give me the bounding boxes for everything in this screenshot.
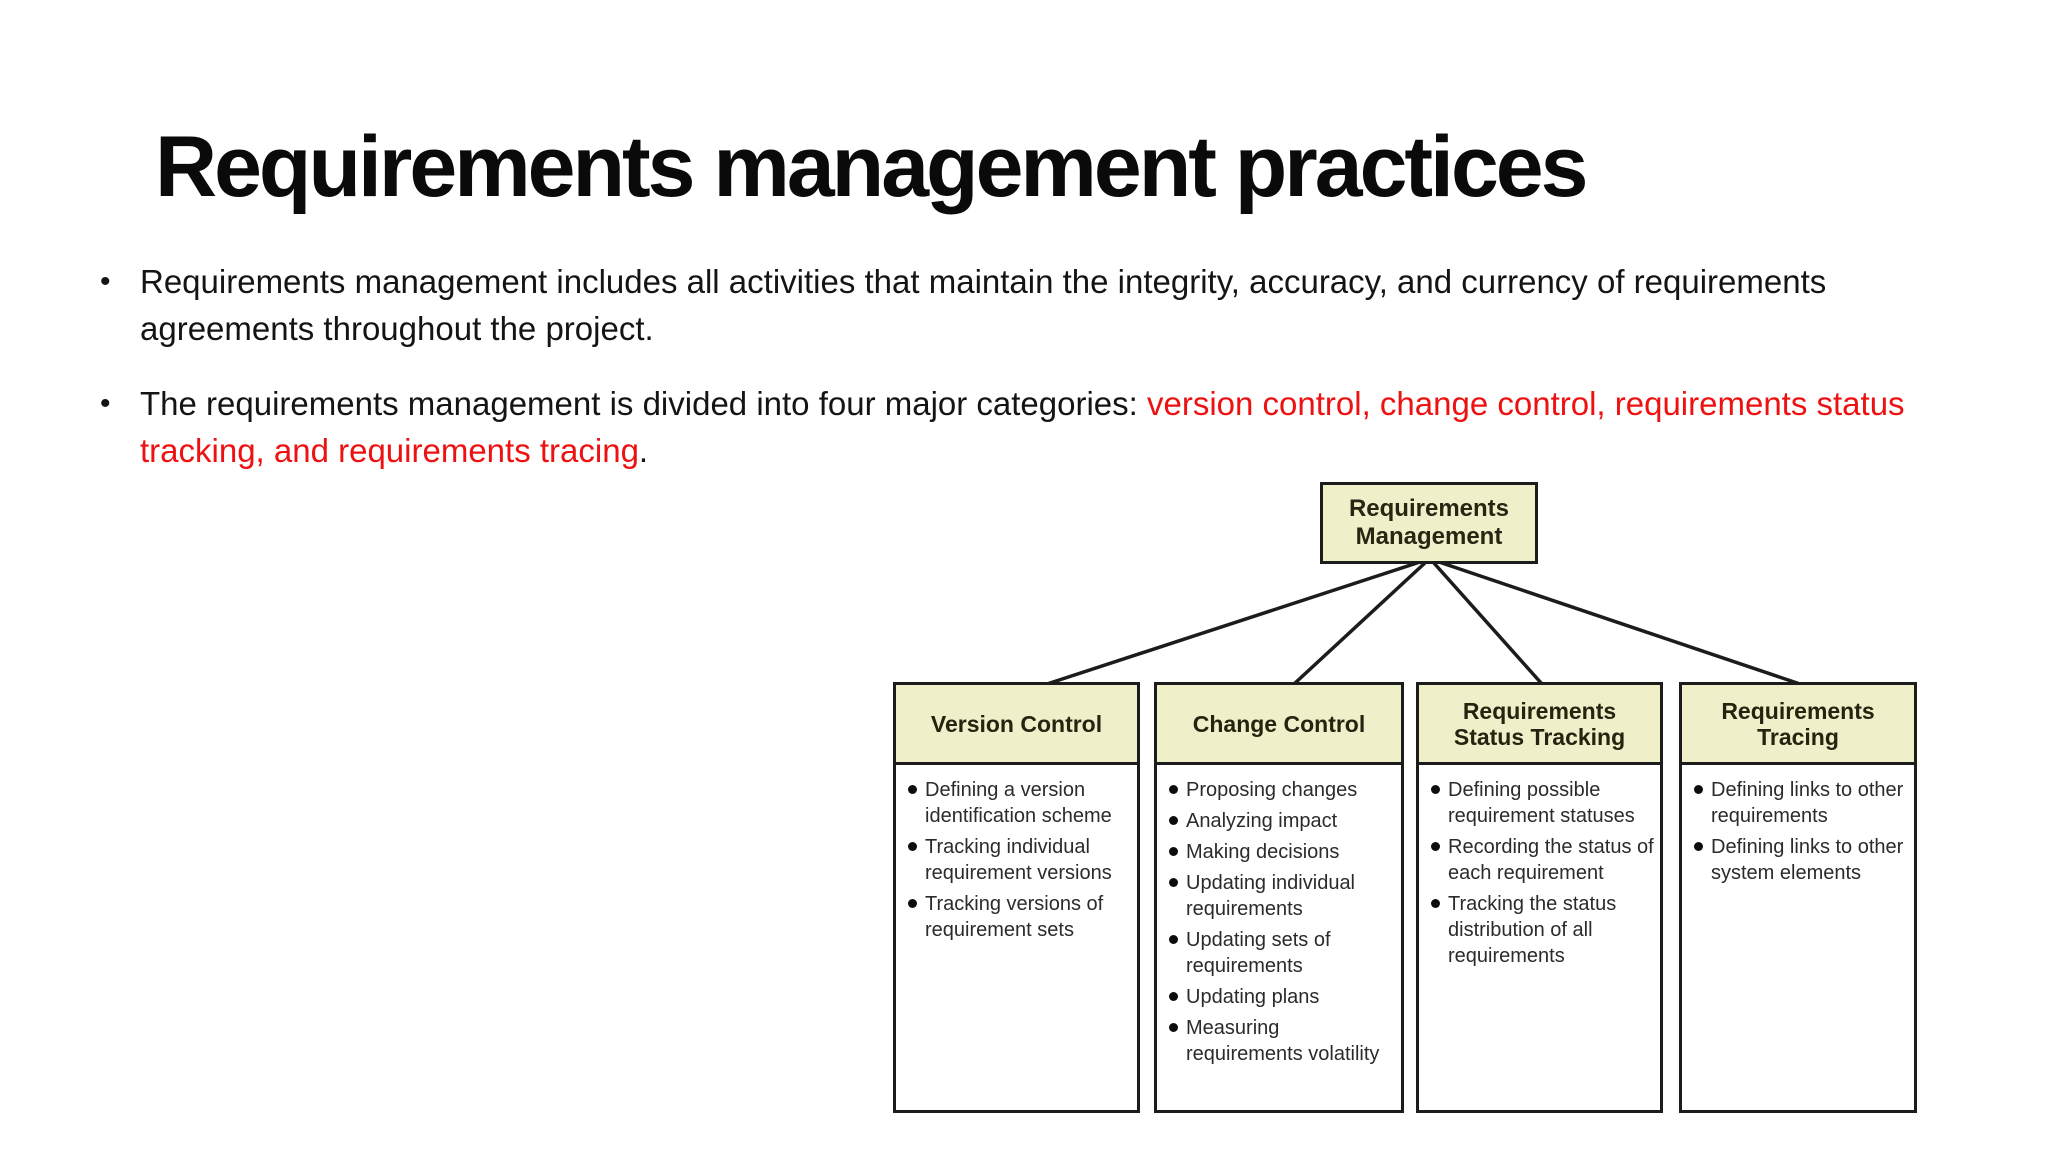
diagram-item-text: Defining links to other system elements (1711, 836, 1904, 884)
diagram-list-item: Defining links to other system elements (1692, 834, 1908, 886)
diagram-item-text: Tracking individual requirement versions (925, 836, 1112, 884)
bullet-dot-icon (1169, 847, 1178, 856)
diagram-list-item: Defining links to other requirements (1692, 777, 1908, 829)
diagram-list-item: Making decisions (1167, 839, 1395, 865)
diagram-list-item: Tracking versions of requirement sets (906, 891, 1131, 943)
bullet-marker: • (100, 265, 111, 298)
bullet-dot-icon (1431, 842, 1440, 851)
bullet-item-1: • Requirements management includes all a… (100, 258, 1920, 352)
bullet-dot-icon (1169, 785, 1178, 794)
diagram-item-text: Recording the status of each requirement (1448, 836, 1654, 884)
diagram-list-item: Tracking the status distribution of all … (1429, 891, 1654, 969)
slide-title: Requirements management practices (155, 119, 1588, 215)
diagram-column-header: Version Control (893, 682, 1140, 765)
diagram-item-text: Defining links to other requirements (1711, 779, 1904, 827)
diagram-item-text: Tracking versions of requirement sets (925, 893, 1104, 941)
bullet-text: The requirements management is divided i… (140, 380, 1920, 474)
diagram-list-item: Proposing changes (1167, 777, 1395, 803)
diagram-list-item: Defining possible requirement statuses (1429, 777, 1654, 829)
diagram-item-text: Tracking the status distribution of all … (1448, 893, 1617, 967)
bullet2-suffix: . (638, 432, 649, 469)
diagram-item-text: Making decisions (1186, 841, 1340, 863)
diagram-list-item: Measuring requirements volatility (1167, 1015, 1395, 1067)
bullet-dot-icon (1694, 785, 1703, 794)
diagram-list-item: Updating individual requirements (1167, 870, 1395, 922)
bullet-dot-icon (1169, 992, 1178, 1001)
diagram-root-label: Requirements Management (1348, 495, 1510, 550)
bullet-dot-icon (908, 785, 917, 794)
highlight-text: version control, change control, require… (140, 385, 1905, 469)
diagram-column-body: Defining a version identification scheme… (893, 765, 1140, 1113)
diagram-item-text: Proposing changes (1186, 779, 1358, 801)
bullet2-prefix: The requirements management is divided i… (140, 385, 1147, 422)
diagram-list-item: Updating plans (1167, 984, 1395, 1010)
diagram-column-header: Change Control (1154, 682, 1404, 765)
diagram-item-text: Defining possible requirement statuses (1448, 779, 1635, 827)
bullet-marker: • (100, 387, 111, 420)
bullet-dot-icon (1694, 842, 1703, 851)
diagram-item-text: Updating sets of requirements (1186, 929, 1331, 977)
diagram-list-item: Analyzing impact (1167, 808, 1395, 834)
diagram-item-text: Updating individual requirements (1186, 872, 1356, 920)
diagram-item-text: Updating plans (1186, 986, 1320, 1008)
bullet-list: • Requirements management includes all a… (100, 258, 1920, 474)
diagram-item-text: Analyzing impact (1186, 810, 1338, 832)
diagram-list-item: Tracking individual requirement versions (906, 834, 1131, 886)
bullet-dot-icon (1431, 785, 1440, 794)
bullet-dot-icon (1169, 878, 1178, 887)
connector-line (1438, 560, 1801, 686)
bullet-dot-icon (1431, 899, 1440, 908)
diagram-connector-lines (1046, 560, 1801, 686)
diagram-column-header: Requirements Status Tracking (1416, 682, 1663, 765)
diagram-list-item: Defining a version identification scheme (906, 777, 1131, 829)
bullet-dot-icon (908, 842, 917, 851)
connector-line (1046, 560, 1421, 686)
connector-line (1431, 560, 1544, 686)
bullet-dot-icon (1169, 935, 1178, 944)
bullet-text: Requirements management includes all act… (140, 263, 1827, 347)
bullet-dot-icon (908, 899, 917, 908)
diagram-item-text: Measuring requirements volatility (1186, 1017, 1380, 1065)
diagram-item-text: Defining a version identification scheme (925, 779, 1112, 827)
bullet-dot-icon (1169, 1023, 1178, 1032)
diagram-column-header: Requirements Tracing (1679, 682, 1917, 765)
diagram-list-item: Recording the status of each requirement (1429, 834, 1654, 886)
bullet-dot-icon (1169, 816, 1178, 825)
connector-line (1292, 560, 1428, 686)
diagram-list-item: Updating sets of requirements (1167, 927, 1395, 979)
bullet-item-2: • The requirements management is divided… (100, 380, 1920, 474)
diagram-root-box: Requirements Management (1320, 482, 1538, 564)
